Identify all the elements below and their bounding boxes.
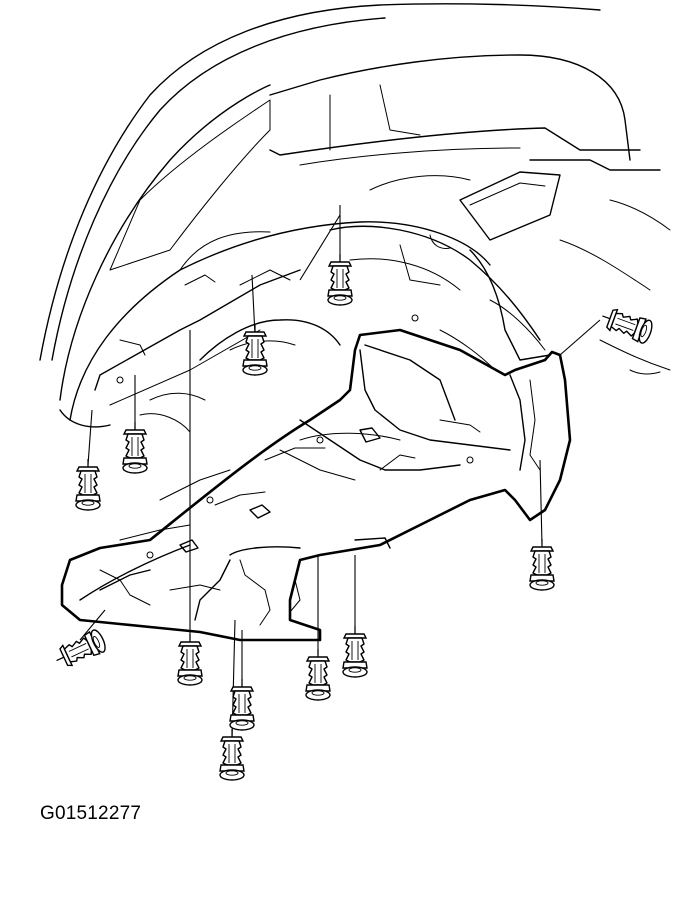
push-clip-front-left-icon <box>50 627 109 673</box>
splash-shield <box>60 328 572 642</box>
vehicle-body <box>39 3 671 401</box>
push-clip-bottom-1-icon <box>177 633 203 686</box>
figure-id-label: G01512277 <box>40 803 142 824</box>
underbody <box>59 221 551 441</box>
push-clip-bottom-2-icon <box>229 678 255 731</box>
push-clip-right-icon <box>529 538 555 591</box>
fasteners <box>50 253 656 781</box>
push-clip-bottom-3-icon <box>219 728 245 781</box>
push-clip-top-center-icon <box>327 253 353 306</box>
push-clip-bottom-4-icon <box>305 648 331 701</box>
push-clip-upper-left-icon <box>242 323 268 376</box>
push-clip-left-1-icon <box>75 458 101 511</box>
push-clip-bottom-5-icon <box>342 625 368 678</box>
push-clip-side-right-icon <box>597 303 656 346</box>
push-clip-mid-left-icon <box>122 421 148 474</box>
